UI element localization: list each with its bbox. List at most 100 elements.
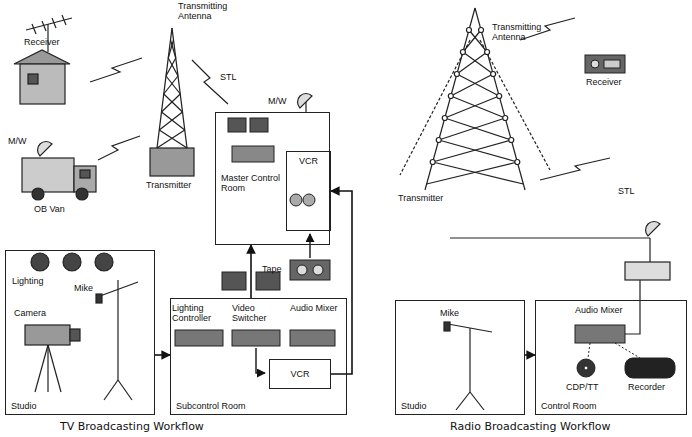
radio-tower xyxy=(427,162,518,184)
radio-studio-equipment xyxy=(456,392,470,410)
radio-tower xyxy=(454,72,459,77)
equipment-label: CDP/TT xyxy=(566,382,599,392)
radio-tower xyxy=(485,50,490,55)
subcontrol-equipment xyxy=(232,330,280,346)
equipment-label: Camera xyxy=(14,308,46,318)
studio-equipment xyxy=(25,325,70,345)
microwave-dish xyxy=(38,142,52,156)
wireless-signal xyxy=(192,60,228,104)
radio-tower xyxy=(509,138,514,143)
link-label: M/W xyxy=(268,96,287,106)
microwave-dish xyxy=(646,222,660,236)
box-label: Subcontrol Room xyxy=(176,401,246,411)
microwave-dish xyxy=(305,102,306,112)
radio-receiver xyxy=(585,55,625,73)
flow-arrow xyxy=(525,354,535,356)
master-equipment xyxy=(250,118,268,132)
stl-wire xyxy=(450,238,670,334)
radio-tower xyxy=(400,8,550,190)
tape xyxy=(290,260,330,280)
box-label: Master Control Room xyxy=(221,173,283,193)
wireless-signal xyxy=(90,58,142,82)
subcontrol-equipment xyxy=(222,272,246,290)
studio-equipment xyxy=(25,253,138,400)
master-equipment xyxy=(232,146,274,162)
transmitter-label: Transmitter xyxy=(398,193,443,203)
subcontrol-equipment xyxy=(290,330,335,346)
link-label: STL xyxy=(618,186,635,196)
control-room-equipment xyxy=(584,366,588,370)
flow-arrow xyxy=(331,191,352,374)
figure-caption: Radio Broadcasting Workflow xyxy=(450,420,611,434)
studio-equipment xyxy=(63,253,81,271)
tv-receiver xyxy=(32,24,36,34)
radio-tower xyxy=(439,140,518,162)
tape xyxy=(290,234,330,280)
stl-wire xyxy=(450,237,650,238)
studio-box: Studio xyxy=(395,300,525,415)
radio-tower xyxy=(479,28,484,33)
studio-box: Studio xyxy=(5,250,155,415)
microwave-dish xyxy=(298,94,312,108)
subcontrol-equipment xyxy=(256,348,265,373)
equipment-label: Lighting xyxy=(12,276,44,286)
radio-tower xyxy=(463,52,493,74)
ob-van xyxy=(22,158,74,192)
radio-receiver xyxy=(585,55,625,73)
control-room-equipment xyxy=(577,359,595,377)
studio-equipment xyxy=(117,280,118,380)
antenna-label: Transmitting Antenna xyxy=(178,1,240,21)
control-room-equipment xyxy=(575,325,675,378)
master-equipment xyxy=(303,194,315,206)
radio-tower xyxy=(442,116,447,121)
box-label: Studio xyxy=(401,401,427,411)
tv-tower xyxy=(166,76,180,94)
radio-tower xyxy=(439,118,505,140)
tv-tower xyxy=(157,130,185,148)
wireless-signal xyxy=(98,136,140,160)
tv-tower xyxy=(164,94,183,112)
radio-tower xyxy=(451,74,493,96)
flow-arrow xyxy=(250,245,252,298)
tv-tower xyxy=(168,58,178,76)
link-label: M/W xyxy=(8,136,27,146)
ob-van xyxy=(80,170,90,178)
tape-label: Tape xyxy=(262,264,282,274)
tv-receiver xyxy=(42,21,46,31)
box-label: Studio xyxy=(11,401,37,411)
tv-tower xyxy=(162,94,181,112)
control-room-box: Control Room xyxy=(535,300,687,415)
flow-arrow xyxy=(155,354,170,356)
radio-studio-equipment xyxy=(448,324,492,332)
box-label: VCR xyxy=(287,156,330,166)
radio-studio-equipment xyxy=(444,322,492,410)
tv-receiver xyxy=(52,18,56,28)
studio-equipment xyxy=(47,345,48,392)
stl-wire xyxy=(625,280,640,334)
control-room-box: Master Control Room VCR xyxy=(215,112,330,245)
equipment-label: Lighting Controller xyxy=(172,303,224,323)
studio-equipment xyxy=(95,253,113,271)
equipment-label: Mike xyxy=(74,283,93,293)
wireless-signal xyxy=(90,18,610,180)
radio-tower xyxy=(433,140,512,162)
tv-receiver xyxy=(14,15,72,104)
control-room-equipment xyxy=(575,325,625,343)
antenna-label: Transmitting Antenna xyxy=(492,22,562,42)
ob-van xyxy=(32,188,44,200)
radio-tower xyxy=(451,96,505,118)
radio-tower xyxy=(491,72,496,77)
tv-tower xyxy=(164,76,178,94)
receiver-label: Receiver xyxy=(24,37,60,47)
control-room-equipment xyxy=(625,358,675,378)
transmitter-label: Transmitter xyxy=(146,180,191,190)
radio-tower xyxy=(436,138,441,143)
microwave-dish xyxy=(38,94,660,236)
subcontrol-equipment xyxy=(256,272,280,290)
tape xyxy=(309,234,311,258)
equipment-label: Audio Mixer xyxy=(575,305,623,315)
